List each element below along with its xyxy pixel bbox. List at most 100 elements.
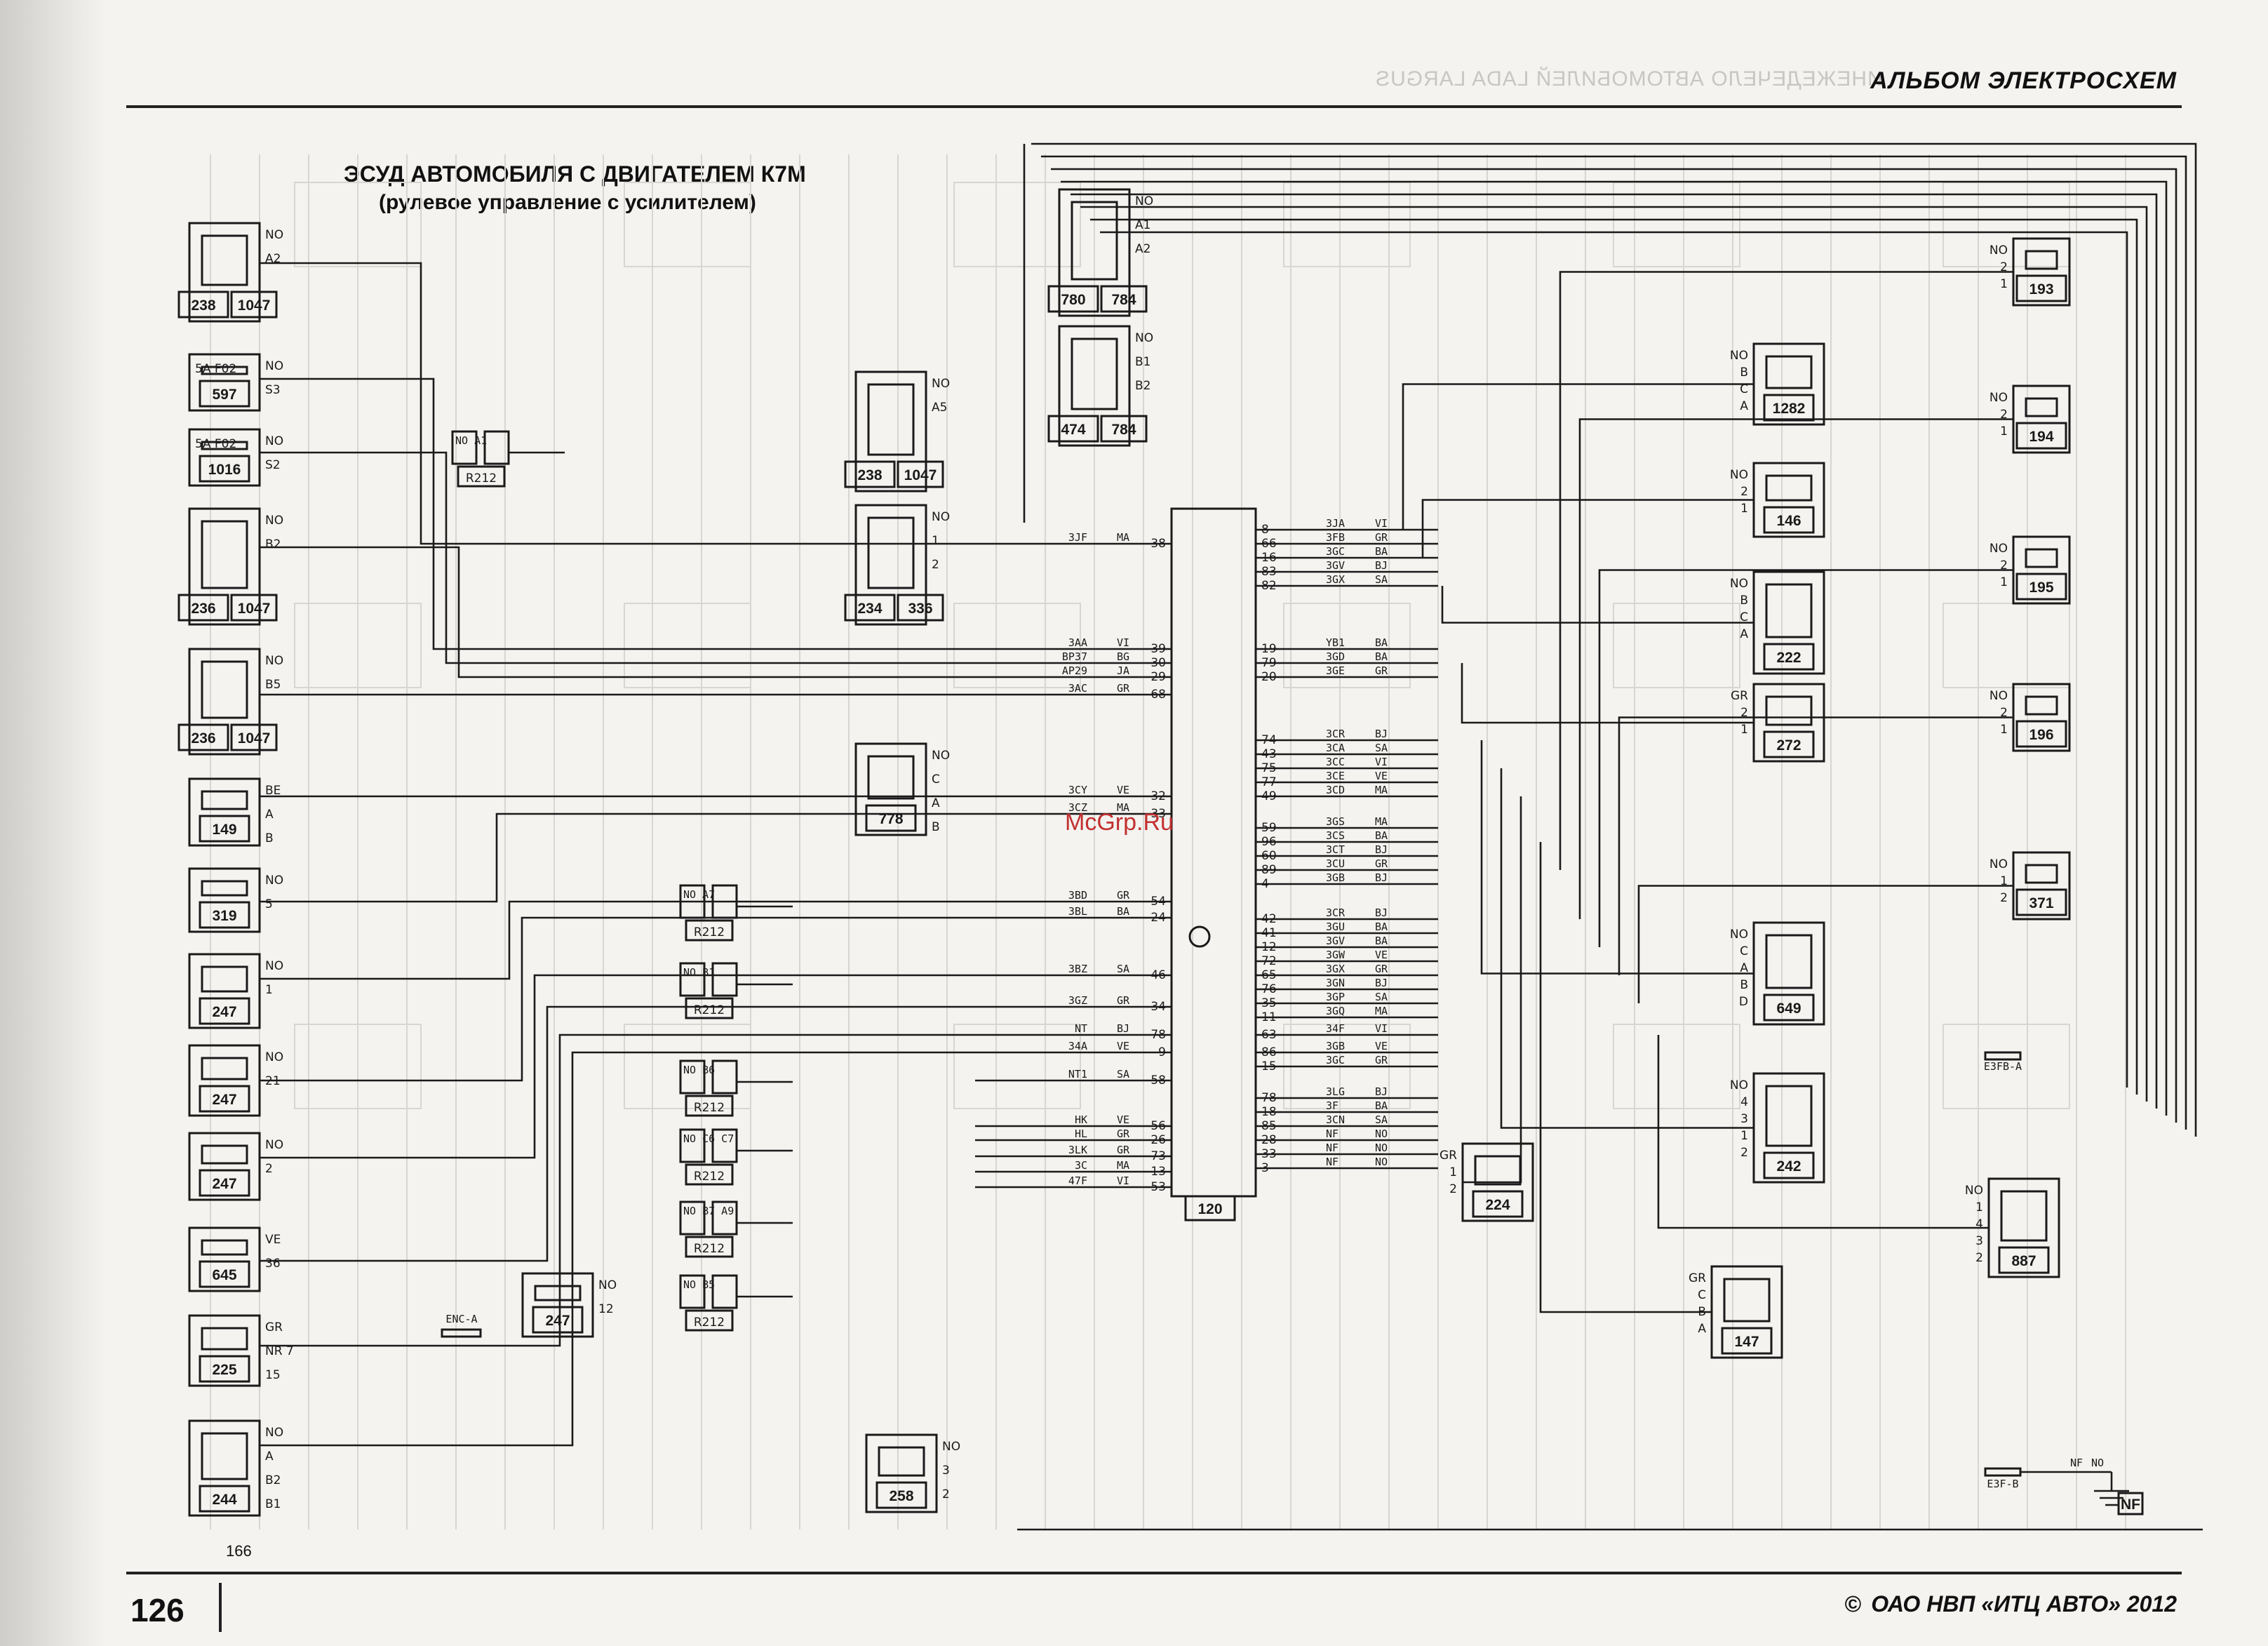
- wire: [1402, 383, 1754, 530]
- pin-label: 5: [265, 897, 273, 911]
- ecu-pin: 75: [1261, 761, 1277, 775]
- wire: [1441, 586, 1754, 624]
- component-id-box: [1047, 285, 1099, 313]
- pin-label: 2: [2000, 558, 2008, 573]
- wire-color: GR: [1375, 857, 1388, 870]
- component-id: 887: [2011, 1253, 2036, 1269]
- wire-color: NO: [1375, 1156, 1388, 1168]
- component-symbol: [878, 1446, 925, 1477]
- pin-label: A2: [1135, 242, 1150, 256]
- ecu-pin: 77: [1261, 775, 1277, 789]
- ecu-pin: 29: [1150, 670, 1166, 684]
- wire-color: BA: [1375, 935, 1388, 947]
- r212-half: [711, 1200, 738, 1236]
- wire-color: BJ: [1375, 843, 1388, 856]
- pin-label: 36: [265, 1257, 281, 1271]
- wire: [1031, 142, 2197, 1137]
- pin-label: NO: [1730, 349, 1748, 363]
- pin-label: A: [265, 1450, 274, 1464]
- wire-code: 3GV: [1326, 935, 1345, 947]
- wire-code: 3GD: [1326, 650, 1345, 663]
- wire: [1500, 768, 1754, 1129]
- wire-code: 3FB: [1326, 531, 1345, 544]
- component-id: 147: [1734, 1334, 1759, 1350]
- ecu-pin: 83: [1261, 565, 1277, 579]
- component-id-box: [199, 1085, 250, 1113]
- r212-label-box: [685, 1095, 734, 1117]
- wire-color: VI: [1375, 517, 1388, 530]
- component-194: [2012, 384, 2071, 454]
- pin-label: 12: [598, 1302, 614, 1316]
- component-887: [1987, 1177, 2060, 1278]
- wire: [1461, 663, 1754, 724]
- wire-color: BJ: [1117, 1022, 1129, 1035]
- wire-code: 34A: [1068, 1040, 1087, 1052]
- ecu-pin: 86: [1261, 1045, 1277, 1059]
- ecu-pin: 34: [1150, 1000, 1166, 1014]
- pin-label: 1: [2000, 723, 2008, 737]
- component-symbol: [201, 441, 248, 450]
- wire-color: MA: [1375, 1005, 1388, 1017]
- component-symbol: [201, 965, 248, 993]
- wire-code: 3LG: [1326, 1085, 1345, 1098]
- component-symbol: [201, 1327, 248, 1351]
- wire: [1071, 193, 2158, 1109]
- pin-label: 2: [2000, 408, 2008, 422]
- wire-code: 3CU: [1326, 857, 1345, 870]
- pin-label: 15: [265, 1368, 281, 1382]
- pin-label: B1: [1135, 355, 1150, 369]
- ecu-pin: 20: [1261, 670, 1277, 684]
- wire-code: 3GQ: [1326, 1005, 1345, 1017]
- book-spine-shadow: [0, 0, 105, 1646]
- wire-code: 3JF: [1068, 531, 1087, 544]
- wire-color: NO: [1375, 1142, 1388, 1154]
- component-sub-id-box: [1100, 285, 1148, 313]
- ref-number: 166: [226, 1542, 252, 1560]
- r212-half: [679, 884, 706, 919]
- fuse-rating: 5A F02: [195, 362, 236, 376]
- wire-code: 3GV: [1326, 559, 1345, 572]
- component-symbol: [2025, 864, 2058, 884]
- copyright-symbol: ©: [1844, 1591, 1862, 1617]
- pin-label: NO: [265, 1138, 283, 1152]
- wire-code: 3BL: [1068, 905, 1087, 918]
- wire-code: HK: [1075, 1113, 1087, 1126]
- ecu-pin: 78: [1261, 1091, 1277, 1105]
- pin-label: NO: [1989, 689, 2008, 703]
- pin-label: NO: [1989, 542, 2008, 556]
- wire: [260, 1033, 975, 1347]
- component-id: 1016: [208, 462, 241, 478]
- wire: [1100, 231, 2128, 1088]
- r212-half: [711, 1059, 738, 1095]
- component-sub-id-box: [230, 594, 278, 622]
- component-symbol: [1071, 337, 1118, 410]
- component-780: [1058, 188, 1131, 317]
- component-symbol: [1474, 1155, 1522, 1186]
- header-title: АЛЬБОМ ЭЛЕКТРОСХЕМ: [1870, 67, 2177, 94]
- component-645: [188, 1226, 261, 1292]
- wire-color: MA: [1117, 1159, 1129, 1172]
- component-sub-id: 1047: [238, 297, 271, 314]
- wire-color: VE: [1117, 784, 1129, 796]
- component-id-box: [199, 455, 250, 483]
- pin-label: NO: [265, 959, 283, 973]
- component-778: [854, 742, 927, 836]
- component-symbol: [201, 790, 248, 810]
- wire-code: NT: [1075, 1022, 1087, 1035]
- ecu-symbol: [1188, 925, 1211, 948]
- wire-color: SA: [1375, 742, 1388, 754]
- component-id: 780: [1061, 292, 1085, 308]
- pin-label: 1: [1740, 723, 1748, 737]
- component-236: [188, 648, 261, 756]
- wire: [260, 1005, 975, 1262]
- pin-label: NO: [942, 1440, 960, 1454]
- wire: [1051, 168, 2178, 1123]
- pin-label: GR: [1689, 1271, 1706, 1285]
- component-1282: [1752, 342, 1825, 426]
- r212-pin: NO A7: [683, 888, 715, 901]
- component-id: 597: [212, 387, 236, 403]
- component-id-box: [2015, 573, 2067, 601]
- component-247: [188, 1044, 261, 1117]
- component-symbol: [1765, 695, 1813, 726]
- wire: [260, 546, 975, 678]
